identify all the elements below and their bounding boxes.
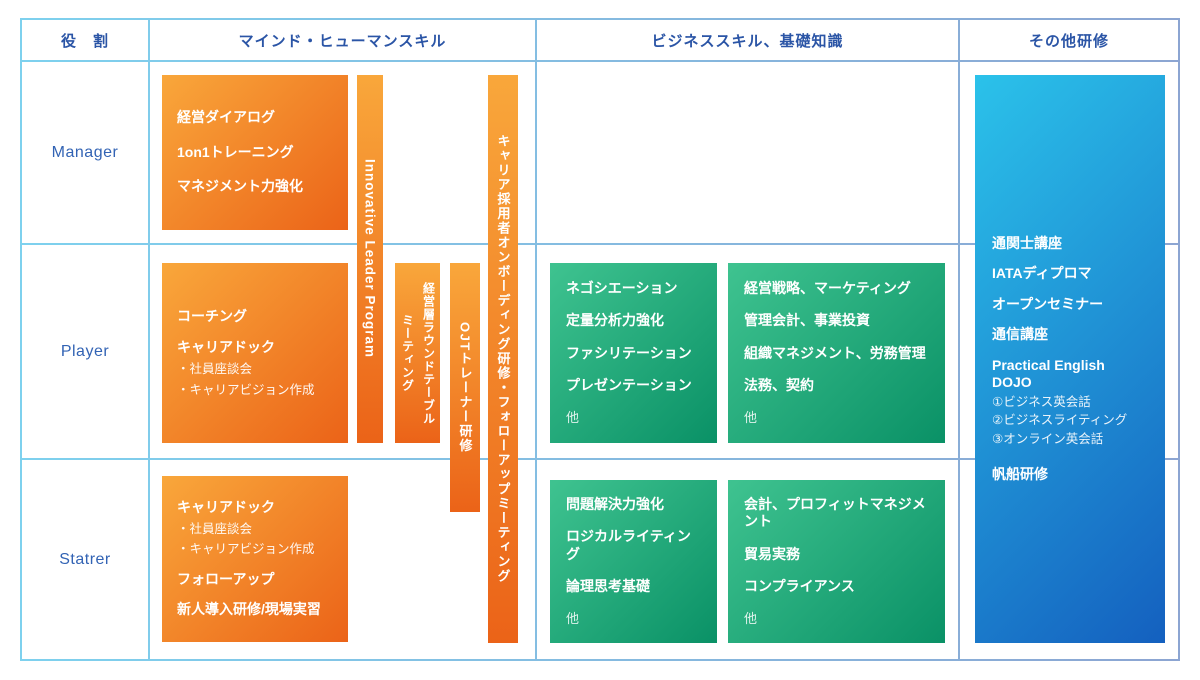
role-label-player: Player xyxy=(22,245,148,458)
role-label-starter: Statrer xyxy=(22,460,148,659)
training-item: ネゴシエーション xyxy=(566,279,678,296)
training-item: マネジメント力強化 xyxy=(177,178,303,195)
training-item: プレゼンテーション xyxy=(566,377,692,394)
training-item-other: 他 xyxy=(744,409,758,425)
ojt-trainer-bar: OJTトレーナー研修 xyxy=(450,263,480,512)
career-onboarding-bar: キャリア採用者オンボーディング研修・フォローアップミーティング xyxy=(488,75,518,643)
training-item: オープンセミナー xyxy=(992,295,1104,312)
training-item: 組織マネジメント、労務管理 xyxy=(744,344,926,361)
header-role: 役 割 xyxy=(22,20,148,60)
training-item: 新人導入研修/現場実習 xyxy=(177,601,321,618)
training-item: ファシリテーション xyxy=(566,344,692,361)
training-item: IATAディプロマ xyxy=(992,265,1092,282)
training-item: 通関士講座 xyxy=(992,234,1062,251)
training-item: 経営戦略、マーケティング xyxy=(744,279,911,296)
training-subitem: ・キャリアビジョン作成 xyxy=(177,382,315,397)
starter-business-left-box: 問題解決力強化 ロジカルライティング 論理思考基礎 他 xyxy=(550,480,717,643)
player-mind-box: コーチング キャリアドック ・社員座談会 ・キャリアビジョン作成 xyxy=(162,263,348,443)
practical-english-group: Practical English DOJO ①ビジネス英会話 ②ビジネスライテ… xyxy=(992,355,1148,449)
player-business-right-box: 経営戦略、マーケティング 管理会計、事業投資 組織マネジメント、労務管理 法務、… xyxy=(728,263,945,443)
roundtable-meeting-bar: 経営層ラウンドテーブル ミーティング xyxy=(395,263,440,443)
starter-business-right-box: 会計、プロフィットマネジメント 貿易実務 コンプライアンス 他 xyxy=(728,480,945,643)
innovative-leader-program-bar: Innovative Leader Program xyxy=(357,75,383,443)
training-item: 貿易実務 xyxy=(744,545,800,562)
training-item: キャリアドック xyxy=(177,499,275,516)
training-item-other: 他 xyxy=(566,610,580,626)
header-other-training: その他研修 xyxy=(960,20,1178,60)
career-dock-group: キャリアドック ・社員座談会 ・キャリアビジョン作成 xyxy=(177,499,333,558)
bar-label: キャリア採用者オンボーディング研修・フォローアップミーティング xyxy=(495,134,511,584)
player-business-left-box: ネゴシエーション 定量分析力強化 ファシリテーション プレゼンテーション 他 xyxy=(550,263,717,443)
bar-label: Innovative Leader Program xyxy=(362,159,378,359)
training-item: 法務、契約 xyxy=(744,377,814,394)
training-item: 問題解決力強化 xyxy=(566,495,664,512)
other-training-box: 通関士講座 IATAディプロマ オープンセミナー 通信講座 Practical … xyxy=(975,75,1165,643)
cell-manager-business xyxy=(537,62,958,243)
training-item: 経営ダイアログ xyxy=(177,109,275,126)
training-skills-matrix: 役 割 マインド・ヒューマンスキル ビジネススキル、基礎知識 その他研修 Man… xyxy=(20,18,1180,661)
training-item: ロジカルライティング xyxy=(566,528,691,562)
training-item: 定量分析力強化 xyxy=(566,312,664,329)
role-label-manager: Manager xyxy=(22,62,148,243)
training-item: 通信講座 xyxy=(992,326,1048,343)
training-subitem: ・社員座談会 xyxy=(177,361,253,376)
training-subitem: ③オンライン英会話 xyxy=(992,431,1104,446)
training-item: フォローアップ xyxy=(177,570,275,587)
training-item: Practical English DOJO xyxy=(992,356,1105,391)
training-item: コンプライアンス xyxy=(744,578,855,595)
training-item: 管理会計、事業投資 xyxy=(744,312,870,329)
training-item-other: 他 xyxy=(744,610,758,626)
career-dock-group: キャリアドック ・社員座談会 ・キャリアビジョン作成 xyxy=(177,339,333,398)
training-subitem: ・キャリアビジョン作成 xyxy=(177,542,315,557)
training-subitem: ・社員座談会 xyxy=(177,521,253,536)
header-mind-human-skill: マインド・ヒューマンスキル xyxy=(150,20,535,60)
bar-label: OJTトレーナー研修 xyxy=(457,321,473,454)
training-subitem: ②ビジネスライティング xyxy=(992,413,1128,428)
training-item: コーチング xyxy=(177,307,247,324)
bar-label: 経営層ラウンドテーブル xyxy=(421,281,436,425)
training-item: キャリアドック xyxy=(177,339,275,356)
starter-mind-box: キャリアドック ・社員座談会 ・キャリアビジョン作成 フォローアップ 新人導入研… xyxy=(162,476,348,642)
manager-mind-box: 経営ダイアログ 1on1トレーニング マネジメント力強化 xyxy=(162,75,348,230)
bar-label: ミーティング xyxy=(400,314,415,392)
training-item: 1on1トレーニング xyxy=(177,143,294,160)
training-item-other: 他 xyxy=(566,409,580,425)
training-subitem: ①ビジネス英会話 xyxy=(992,394,1091,409)
training-item: 帆船研修 xyxy=(992,465,1048,482)
training-item: 会計、プロフィットマネジメント xyxy=(744,495,926,530)
training-item: 論理思考基礎 xyxy=(566,578,650,595)
header-business-skill: ビジネススキル、基礎知識 xyxy=(537,20,958,60)
